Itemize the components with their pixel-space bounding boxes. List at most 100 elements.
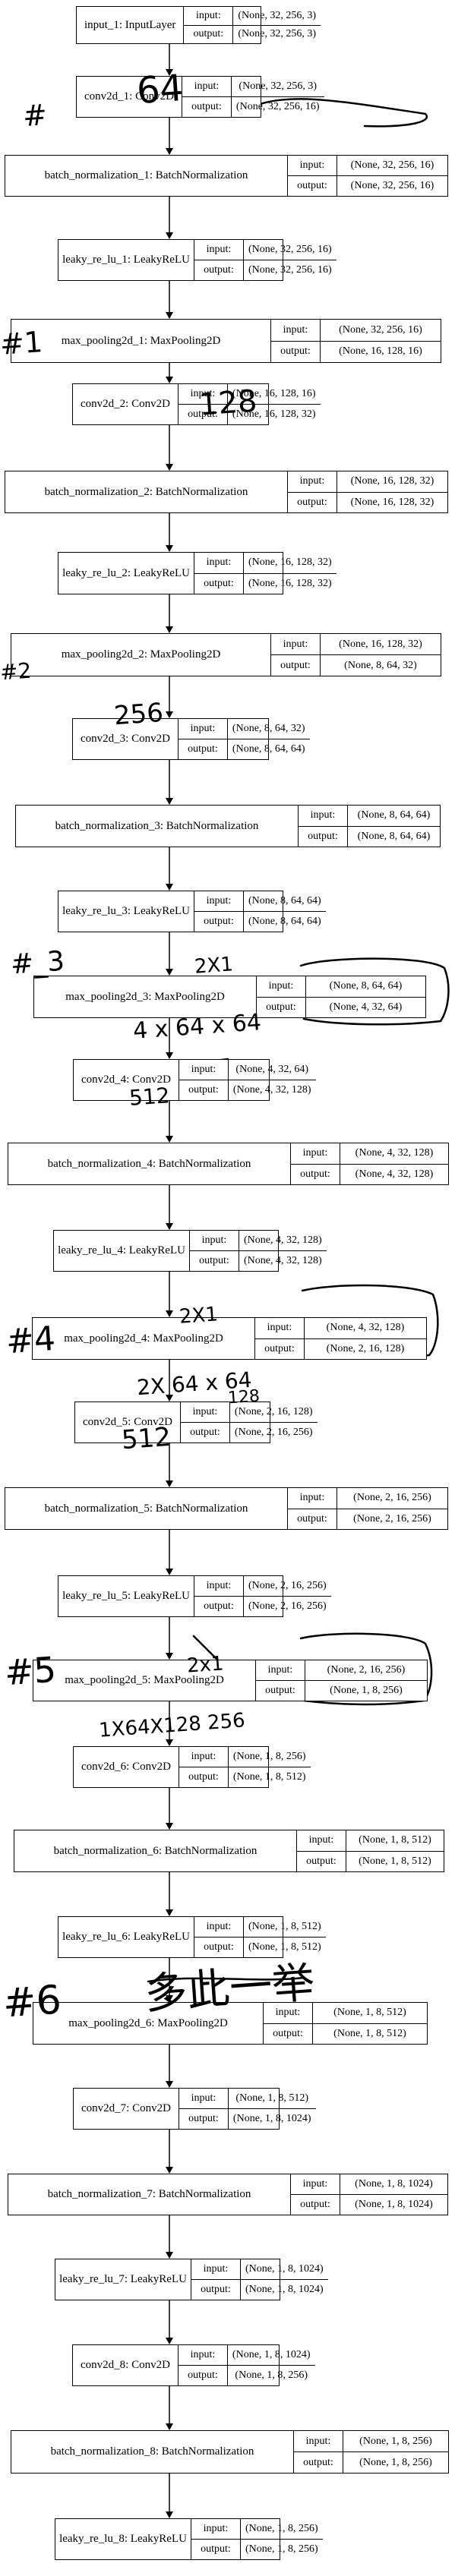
layer-name: max_pooling2d_3: MaxPooling2D bbox=[34, 976, 257, 1017]
output-shape: (None, 4, 32, 128) bbox=[244, 1255, 322, 1266]
input-shape-row: input:(None, 32, 256, 16) bbox=[288, 156, 447, 175]
layer-shapes: input:(None, 16, 128, 16)output:(None, 1… bbox=[178, 384, 321, 424]
output-shape-row: output:(None, 16, 128, 32) bbox=[194, 572, 337, 594]
input-shape: (None, 1, 8, 256) bbox=[245, 2523, 318, 2534]
layer-name: conv2d_8: Conv2D bbox=[73, 2345, 179, 2385]
output-shape: (None, 8, 64, 64) bbox=[232, 743, 305, 755]
layer-shapes: input:(None, 4, 32, 64)output:(None, 4, … bbox=[179, 1060, 316, 1100]
layer-shapes: input:(None, 32, 256, 3)output:(None, 32… bbox=[182, 77, 324, 117]
output-label: output: bbox=[194, 1597, 244, 1616]
output-shape: (None, 32, 256, 16) bbox=[248, 264, 332, 276]
input-label: input: bbox=[191, 2519, 241, 2539]
ink-stroke bbox=[147, 1976, 305, 1983]
input-shape: (None, 4, 32, 128) bbox=[244, 1234, 322, 1246]
output-label: output: bbox=[294, 2452, 343, 2473]
output-shape-row: output:(None, 1, 8, 512) bbox=[264, 2023, 427, 2044]
handwritten-note: # bbox=[21, 97, 49, 134]
input-shape: (None, 1, 8, 1024) bbox=[232, 2349, 311, 2360]
input-shape-row: input:(None, 4, 32, 64) bbox=[179, 1060, 316, 1080]
output-shape-row: output:(None, 2, 16, 256) bbox=[194, 1596, 331, 1616]
input-shape: (None, 16, 128, 32) bbox=[339, 638, 422, 650]
output-shape-row: output:(None, 8, 64, 64) bbox=[194, 911, 326, 932]
input-shape: (None, 32, 256, 16) bbox=[350, 159, 434, 171]
layer-shapes: input:(None, 1, 8, 1024)output:(None, 1,… bbox=[191, 2259, 328, 2300]
output-shape-row: output:(None, 32, 256, 16) bbox=[182, 96, 324, 117]
layer-name: batch_normalization_4: BatchNormalizatio… bbox=[8, 1143, 291, 1184]
layer-shapes: input:(None, 2, 16, 256)output:(None, 2,… bbox=[194, 1576, 331, 1616]
arrow-head bbox=[166, 312, 173, 319]
input-label: input: bbox=[291, 2174, 340, 2194]
layer-name: leaky_re_lu_8: LeakyReLU bbox=[55, 2519, 191, 2559]
layer-node: batch_normalization_8: BatchNormalizatio… bbox=[11, 2430, 449, 2474]
layer-name: conv2d_2: Conv2D bbox=[73, 384, 179, 424]
input-shape: (None, 1, 8, 1024) bbox=[245, 2263, 324, 2275]
input-label: input: bbox=[291, 1143, 340, 1164]
output-label: output: bbox=[255, 1338, 305, 1359]
arrow-head bbox=[166, 2423, 173, 2430]
layer-shapes: input:(None, 1, 8, 256)output:(None, 1, … bbox=[294, 2431, 448, 2473]
input-shape-row: input: (None, 1, 8, 1024) bbox=[291, 2174, 447, 2194]
input-shape-row: input:(None, 4, 32, 128) bbox=[190, 1231, 327, 1250]
layer-name: batch_normalization_3: BatchNormalizatio… bbox=[16, 806, 299, 847]
layer-name: max_pooling2d_5: MaxPooling2D bbox=[33, 1660, 256, 1701]
layer-shapes: input:(None, 2, 16, 128)output:(None, 2,… bbox=[180, 1402, 318, 1442]
output-label: output: bbox=[181, 1423, 230, 1442]
output-label: output: bbox=[271, 341, 321, 362]
input-label: input: bbox=[179, 384, 228, 404]
layer-shapes: input:(None, 8, 64, 64)output:(None, 8, … bbox=[194, 891, 326, 932]
input-label: input: bbox=[194, 553, 244, 573]
output-shape: (None, 1, 8, 512) bbox=[359, 1855, 431, 1867]
output-shape: (None, 1, 8, 256) bbox=[245, 2543, 318, 2555]
output-label: output: bbox=[256, 1681, 305, 1701]
layer-name: batch_normalization_6: BatchNormalizatio… bbox=[14, 1830, 297, 1871]
input-label: input: bbox=[299, 806, 348, 826]
layer-shapes: input:(None, 1, 8, 256)output:(None, 1, … bbox=[191, 2519, 323, 2559]
layer-name: batch_normalization_7: BatchNormalizatio… bbox=[8, 2174, 291, 2215]
output-label: output: bbox=[179, 405, 228, 424]
output-label: output: bbox=[184, 25, 234, 43]
output-shape-row: output:(None, 8, 64, 64) bbox=[178, 739, 310, 759]
input-shape: (None, 16, 128, 16) bbox=[232, 388, 316, 399]
arrow-head bbox=[166, 969, 173, 976]
input-label: input: bbox=[255, 1318, 305, 1338]
arrow-head bbox=[166, 2252, 173, 2259]
input-shape-row: input:(None, 4, 32, 128) bbox=[255, 1318, 426, 1338]
input-label: input: bbox=[288, 471, 337, 492]
layer-name: leaky_re_lu_5: LeakyReLU bbox=[58, 1576, 194, 1616]
output-label: output: bbox=[179, 2366, 228, 2385]
layer-shapes: input:(None, 2, 16, 256)output:(None, 2,… bbox=[288, 1488, 447, 1529]
input-shape-row: input:(None, 4, 32, 128) bbox=[291, 1143, 448, 1164]
output-label: output: bbox=[271, 655, 321, 676]
input-shape: (None, 8, 64, 64) bbox=[329, 980, 403, 992]
layer-shapes: input:(None, 4, 32, 128)output:(None, 4,… bbox=[190, 1231, 327, 1271]
input-shape: (None, 1, 8, 256) bbox=[359, 2435, 432, 2447]
arrow-head bbox=[166, 2511, 173, 2518]
input-shape: (None, 1, 8, 1024) bbox=[355, 2178, 433, 2190]
input-label: input: bbox=[194, 1576, 244, 1596]
layer-shapes: input:(None, 32, 256, 3)output:(None, 32… bbox=[184, 7, 321, 43]
input-shape: (None, 32, 256, 3) bbox=[239, 80, 318, 92]
input-label: input: bbox=[179, 2345, 228, 2365]
output-label: output: bbox=[291, 2195, 340, 2215]
input-shape: (None, 1, 8, 512) bbox=[248, 1921, 321, 1932]
arrow-head bbox=[166, 884, 173, 891]
output-shape: (None, 32, 256, 3) bbox=[238, 28, 317, 40]
layer-shapes: input:(None, 1, 8, 512)output:(None, 1, … bbox=[179, 2089, 316, 2129]
arrow-head bbox=[166, 1569, 173, 1575]
input-label: input: bbox=[257, 976, 306, 997]
input-shape: (None, 32, 256, 16) bbox=[248, 244, 332, 255]
arrow-head bbox=[166, 1480, 173, 1487]
output-shape-row: output:(None, 1, 8, 1024) bbox=[179, 2108, 316, 2129]
layer-node: batch_normalization_3: BatchNormalizatio… bbox=[15, 805, 441, 847]
input-label: input: bbox=[288, 1488, 337, 1509]
input-shape-row: input:(None, 16, 128, 32) bbox=[271, 634, 441, 654]
output-shape-row: output:(None, 1, 8, 256) bbox=[256, 1680, 427, 1701]
layer-name: conv2d_6: Conv2D bbox=[74, 1747, 179, 1787]
